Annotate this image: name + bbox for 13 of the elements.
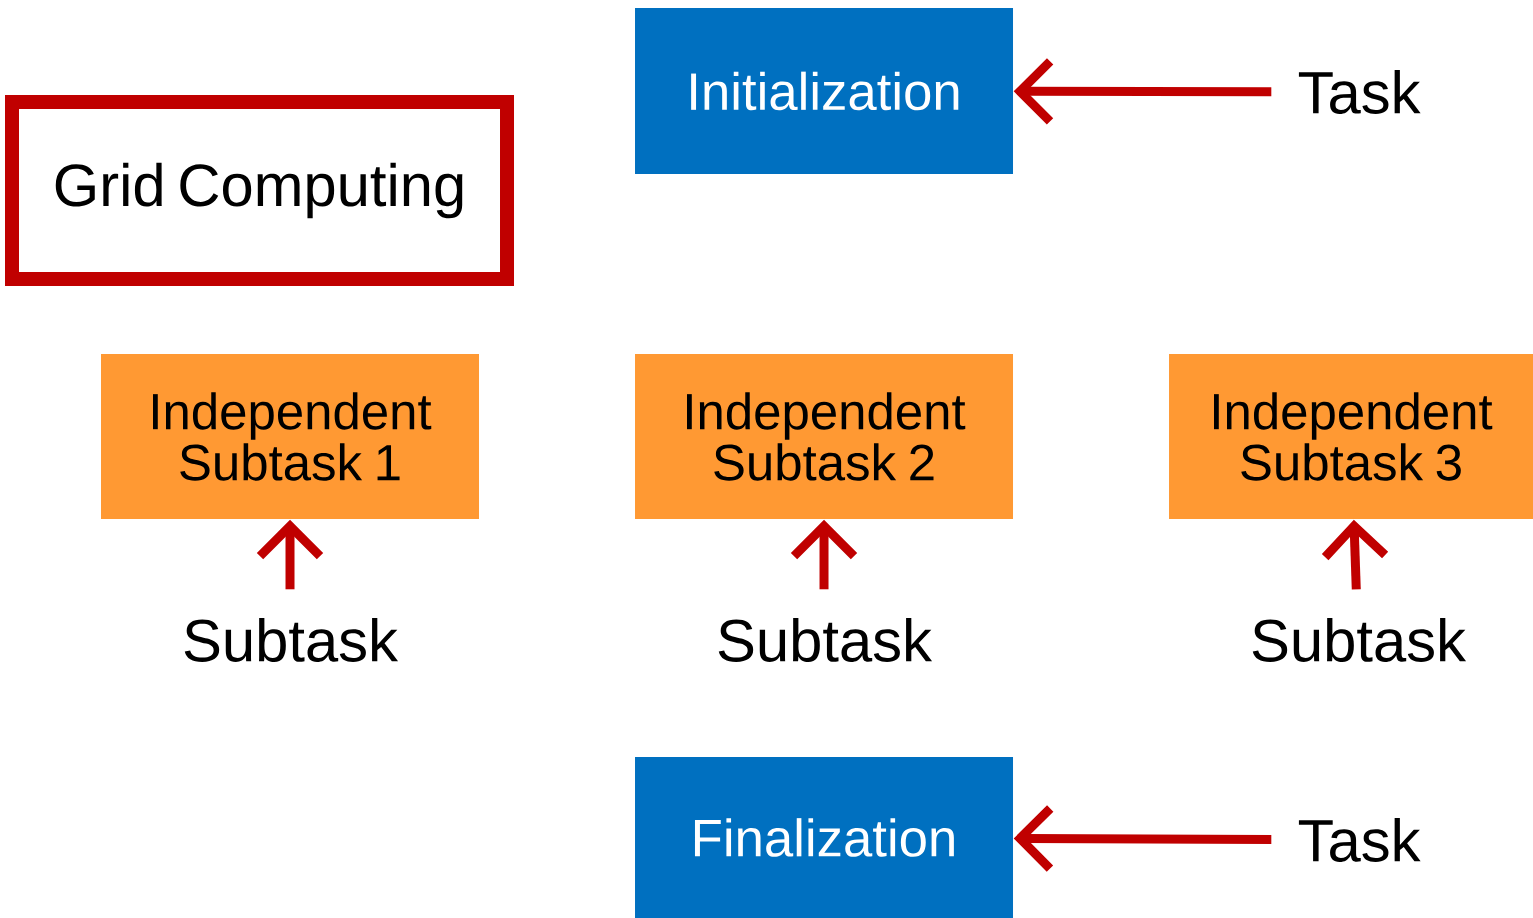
input-label: Subtask [718,618,933,662]
text-box: Grid Computing [5,95,514,286]
subtask-box: Independent Subtask 1 [101,354,479,519]
arrow [1013,805,1272,872]
input-label: Task [1298,70,1421,114]
input-label: Subtask [1252,618,1467,662]
arrow [1013,58,1272,125]
subtask-box: Independent Subtask 3 [1169,354,1533,519]
subtask-box: Independent Subtask 2 [635,354,1013,519]
process-box: Initialization [635,8,1013,174]
input-label: Subtask [184,618,399,662]
process-box: Finalization [635,757,1013,918]
input-label: Task [1298,818,1421,862]
